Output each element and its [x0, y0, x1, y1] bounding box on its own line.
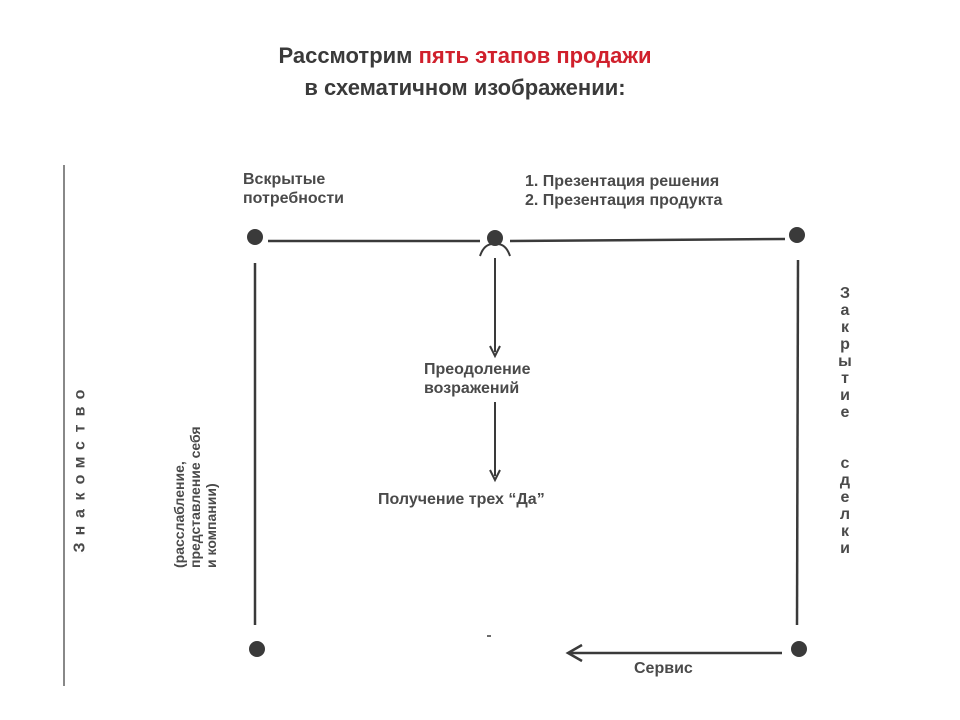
vertical-letter: е — [840, 404, 850, 421]
page-title: Рассмотрим пять этапов продажи в схемати… — [0, 40, 930, 104]
vertical-letter — [835, 421, 855, 455]
vertical-letter: ы — [838, 353, 852, 370]
stage-presentation: 1. Презентация решения 2. Презентация пр… — [525, 173, 723, 209]
arrow-head-1 — [489, 345, 501, 359]
top-line-right — [509, 237, 786, 243]
title-prefix: Рассмотрим — [278, 43, 419, 68]
vertical-letter: к — [71, 492, 89, 501]
vertical-letter: е — [840, 489, 850, 506]
node-top-right — [789, 227, 805, 243]
vertical-letter: р — [840, 336, 850, 353]
node-top-center — [487, 230, 503, 246]
vertical-letter: о — [71, 389, 89, 400]
vertical-letter: с — [71, 441, 89, 450]
stage-three-yes: Получение трех “Да” — [378, 491, 545, 508]
vertical-letter: к — [840, 319, 849, 336]
vertical-letter: в — [71, 406, 89, 417]
bottom-arrow-head — [565, 643, 583, 663]
vertical-letter: с — [840, 455, 850, 472]
vertical-letter: н — [71, 525, 89, 536]
right-line — [795, 259, 800, 626]
vertical-letter: т — [71, 424, 89, 433]
vertical-letter: л — [839, 506, 851, 523]
vertical-letter: З — [71, 542, 89, 553]
title-accent: пять этапов продажи — [418, 43, 652, 68]
vertical-letter: о — [71, 474, 89, 485]
vertical-letter: т — [841, 370, 849, 387]
vertical-letter: и — [840, 540, 850, 557]
stage-needs: Вскрытые потребности — [243, 171, 345, 207]
acquaintance-note: (расслабление, представление себя и комп… — [171, 426, 219, 568]
split-left — [479, 243, 494, 257]
vertical-letter: З — [839, 285, 851, 302]
vertical-letter: д — [839, 472, 851, 489]
node-top-left — [247, 229, 263, 245]
vertical-letter: м — [71, 456, 89, 469]
stage-objections: Преодоление возражений — [424, 361, 531, 397]
title-line2: в схематичном изображении: — [304, 75, 626, 100]
node-bottom-left — [249, 641, 265, 657]
vertical-letter: а — [71, 509, 89, 518]
split-right — [496, 243, 511, 257]
vertical-letter: и — [840, 387, 850, 404]
stage-service: Сервис — [634, 660, 693, 677]
vertical-letter: а — [840, 302, 850, 319]
vertical-letter: к — [840, 523, 849, 540]
node-bottom-right — [791, 641, 807, 657]
arrow-head-2 — [489, 469, 501, 483]
